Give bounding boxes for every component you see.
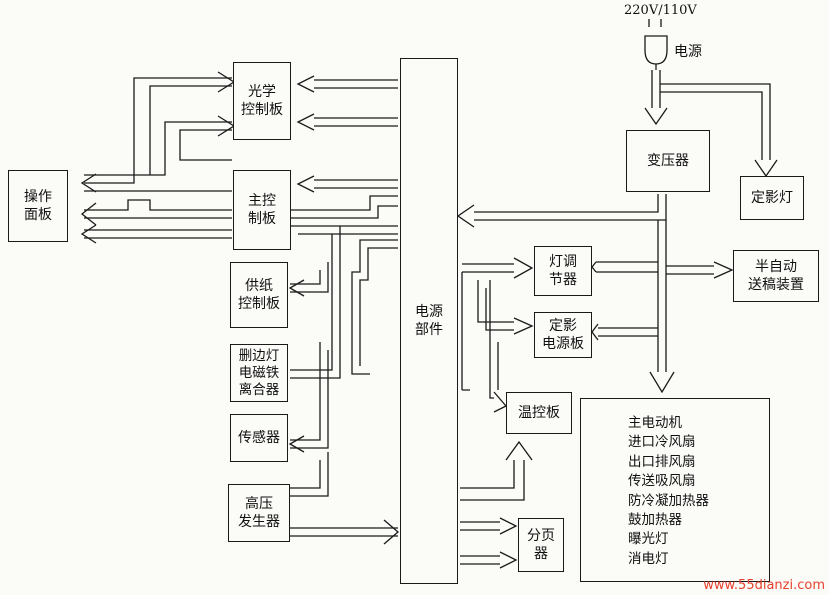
list-item: 进口冷风扇	[628, 434, 696, 451]
power-unit: 电源 部件	[400, 58, 458, 584]
list-item: 主电动机	[628, 415, 682, 431]
power-plug-label: 电源	[674, 44, 702, 60]
fixing-lamp: 定影灯	[740, 176, 804, 220]
semi-auto-document-feeder: 半自动 送稿装置	[733, 250, 819, 302]
list-item: 消电灯	[628, 550, 669, 567]
temp-control-board: 温控板	[506, 392, 572, 434]
lamp-regulator: 灯调 节器	[534, 246, 592, 296]
watermark: www.55dianzi.com	[703, 578, 825, 593]
load-list: 主电动机 进口冷风扇 出口排风扇 传送吸风扇 防冷凝加热器 鼓加热器 曝光灯 消…	[628, 414, 709, 569]
operation-panel: 操作 面板	[8, 170, 68, 242]
plug-to-transformer-arrow	[644, 70, 668, 126]
power-plug-icon	[644, 19, 668, 70]
load-group-box	[580, 398, 770, 582]
main-control-board: 主控 制板	[233, 170, 291, 250]
voltage-label: 220V/110V	[624, 3, 697, 18]
transformer: 变压器	[626, 130, 710, 192]
hv-generator: 高压 发生器	[228, 484, 290, 542]
sensor-box: 传感器	[230, 414, 288, 462]
edge-lamp-magnet-clutch: 删边灯 电磁铁 离合器	[230, 344, 288, 402]
transformer-to-power-unit-arrow	[456, 194, 667, 228]
fixing-power-board: 定影 电源板	[534, 312, 592, 358]
list-item: 防冷凝加热器	[628, 492, 709, 509]
list-item: 曝光灯	[628, 531, 669, 548]
list-item: 传送吸风扇	[628, 473, 696, 490]
optical-control-board: 光学 控制板	[233, 62, 291, 140]
list-item: 出口排风扇	[628, 453, 696, 470]
paper-feed-control-board: 供纸 控制板	[230, 262, 288, 328]
sorter: 分页 器	[518, 518, 564, 572]
list-item: 鼓加热器	[628, 512, 682, 529]
